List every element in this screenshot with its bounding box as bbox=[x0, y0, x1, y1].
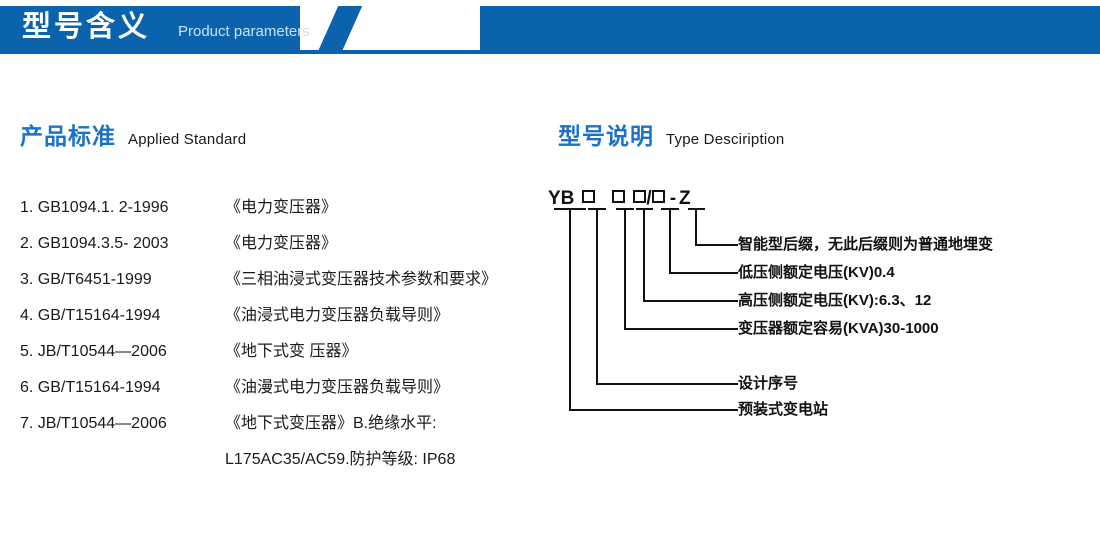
type-label-lv: 低压侧额定电压(KV)0.4 bbox=[738, 264, 895, 281]
standards-list-item: 1. GB1094.1. 2-1996 《电力变压器》 bbox=[20, 193, 540, 229]
leader-lines bbox=[554, 208, 738, 411]
type-description-heading-en: Type Desciription bbox=[666, 131, 785, 148]
leader-box2 bbox=[624, 209, 738, 330]
standard-name: 《地下式变压器》B.绝缘水平: bbox=[225, 415, 437, 432]
type-label-capacity: 变压器额定容易(KVA)30-1000 bbox=[738, 320, 939, 337]
standards-list: 1. GB1094.1. 2-1996 《电力变压器》 2. GB1094.3.… bbox=[20, 193, 540, 483]
applied-standard-heading-cn: 产品标准 bbox=[20, 123, 116, 149]
standard-code: 1. GB1094.1. 2-1996 bbox=[20, 199, 169, 216]
standard-name: 《电力变压器》 bbox=[225, 199, 338, 216]
standards-continuation-line: L175AC35/AC59.防护等级: IP68 bbox=[225, 451, 456, 468]
standard-code: 3. GB/T6451-1999 bbox=[20, 271, 152, 288]
standards-list-item: 6. GB/T15164-1994 《油漫式电力变压器负载导则》 bbox=[20, 373, 540, 409]
type-code-string: YB /-Z bbox=[548, 188, 691, 212]
standards-list-item: 7. JB/T10544—2006 《地下式变压器》B.绝缘水平: bbox=[20, 409, 540, 445]
standard-name: 《油漫式电力变压器负载导则》 bbox=[225, 379, 450, 396]
leader-box3 bbox=[643, 209, 738, 302]
standard-code: 7. JB/T10544—2006 bbox=[20, 415, 167, 432]
standard-name: 《三相油浸式变压器技术参数和要求》 bbox=[225, 271, 498, 288]
leader-box4 bbox=[669, 209, 738, 274]
standards-list-item: 3. GB/T6451-1999 《三相油浸式变压器技术参数和要求》 bbox=[20, 265, 540, 301]
type-code-diagram: YB /-Z 智能型后缀，无此后缀则为普通地埋变 低压侧额定电压(KV)0.4 高… bbox=[548, 188, 1093, 418]
type-code-suffix: Z bbox=[679, 188, 691, 209]
banner-underline bbox=[0, 50, 1100, 54]
standard-code: 2. GB1094.3.5- 2003 bbox=[20, 235, 169, 252]
banner-diagonal-separator bbox=[300, 6, 480, 50]
leader-prefix bbox=[569, 209, 738, 411]
type-code-box-1 bbox=[582, 190, 596, 203]
type-code-labels: 智能型后缀，无此后缀则为普通地埋变 低压侧额定电压(KV)0.4 高压侧额定电压… bbox=[548, 188, 1093, 418]
standard-code: 6. GB/T15164-1994 bbox=[20, 379, 161, 396]
banner-tail-bar bbox=[300, 40, 1100, 50]
banner-title-en: Product parameters bbox=[178, 23, 310, 40]
type-code-box-2 bbox=[612, 190, 626, 203]
type-description-heading-cn: 型号说明 bbox=[558, 123, 654, 149]
standards-list-item: 5. JB/T10544—2006 《地下式变 压器》 bbox=[20, 337, 540, 373]
standard-name: 《油浸式电力变压器负载导则》 bbox=[225, 307, 450, 324]
type-label-hv: 高压侧额定电压(KV):6.3、12 bbox=[738, 292, 932, 309]
standards-list-item: 4. GB/T15164-1994 《油浸式电力变压器负载导则》 bbox=[20, 301, 540, 337]
standard-name: 《电力变压器》 bbox=[225, 235, 338, 252]
standards-list-item: 2. GB1094.3.5- 2003 《电力变压器》 bbox=[20, 229, 540, 265]
type-label-design-no: 设计序号 bbox=[738, 375, 799, 392]
type-label-suffix: 智能型后缀，无此后缀则为普通地埋变 bbox=[738, 236, 994, 253]
applied-standard-heading: 产品标准 Applied Standard bbox=[20, 117, 246, 151]
leader-box1 bbox=[596, 209, 738, 385]
type-code-dash: - bbox=[669, 188, 677, 209]
applied-standard-heading-en: Applied Standard bbox=[128, 131, 247, 148]
standard-name: 《地下式变 压器》 bbox=[225, 343, 358, 360]
type-code-box-4 bbox=[651, 190, 665, 203]
standard-code: 4. GB/T15164-1994 bbox=[20, 307, 161, 324]
type-label-substation: 预装式变电站 bbox=[738, 401, 829, 418]
type-code-prefix: YB bbox=[548, 188, 575, 209]
type-description-heading: 型号说明 Type Desciription bbox=[558, 117, 784, 151]
leader-suffix bbox=[695, 209, 738, 246]
page-banner: 型号含义 Product parameters bbox=[0, 0, 1100, 55]
banner-title-cn: 型号含义 bbox=[22, 11, 151, 43]
type-code-box-3 bbox=[633, 190, 647, 203]
standard-code: 5. JB/T10544—2006 bbox=[20, 343, 167, 360]
type-code-slash: / bbox=[646, 188, 652, 209]
